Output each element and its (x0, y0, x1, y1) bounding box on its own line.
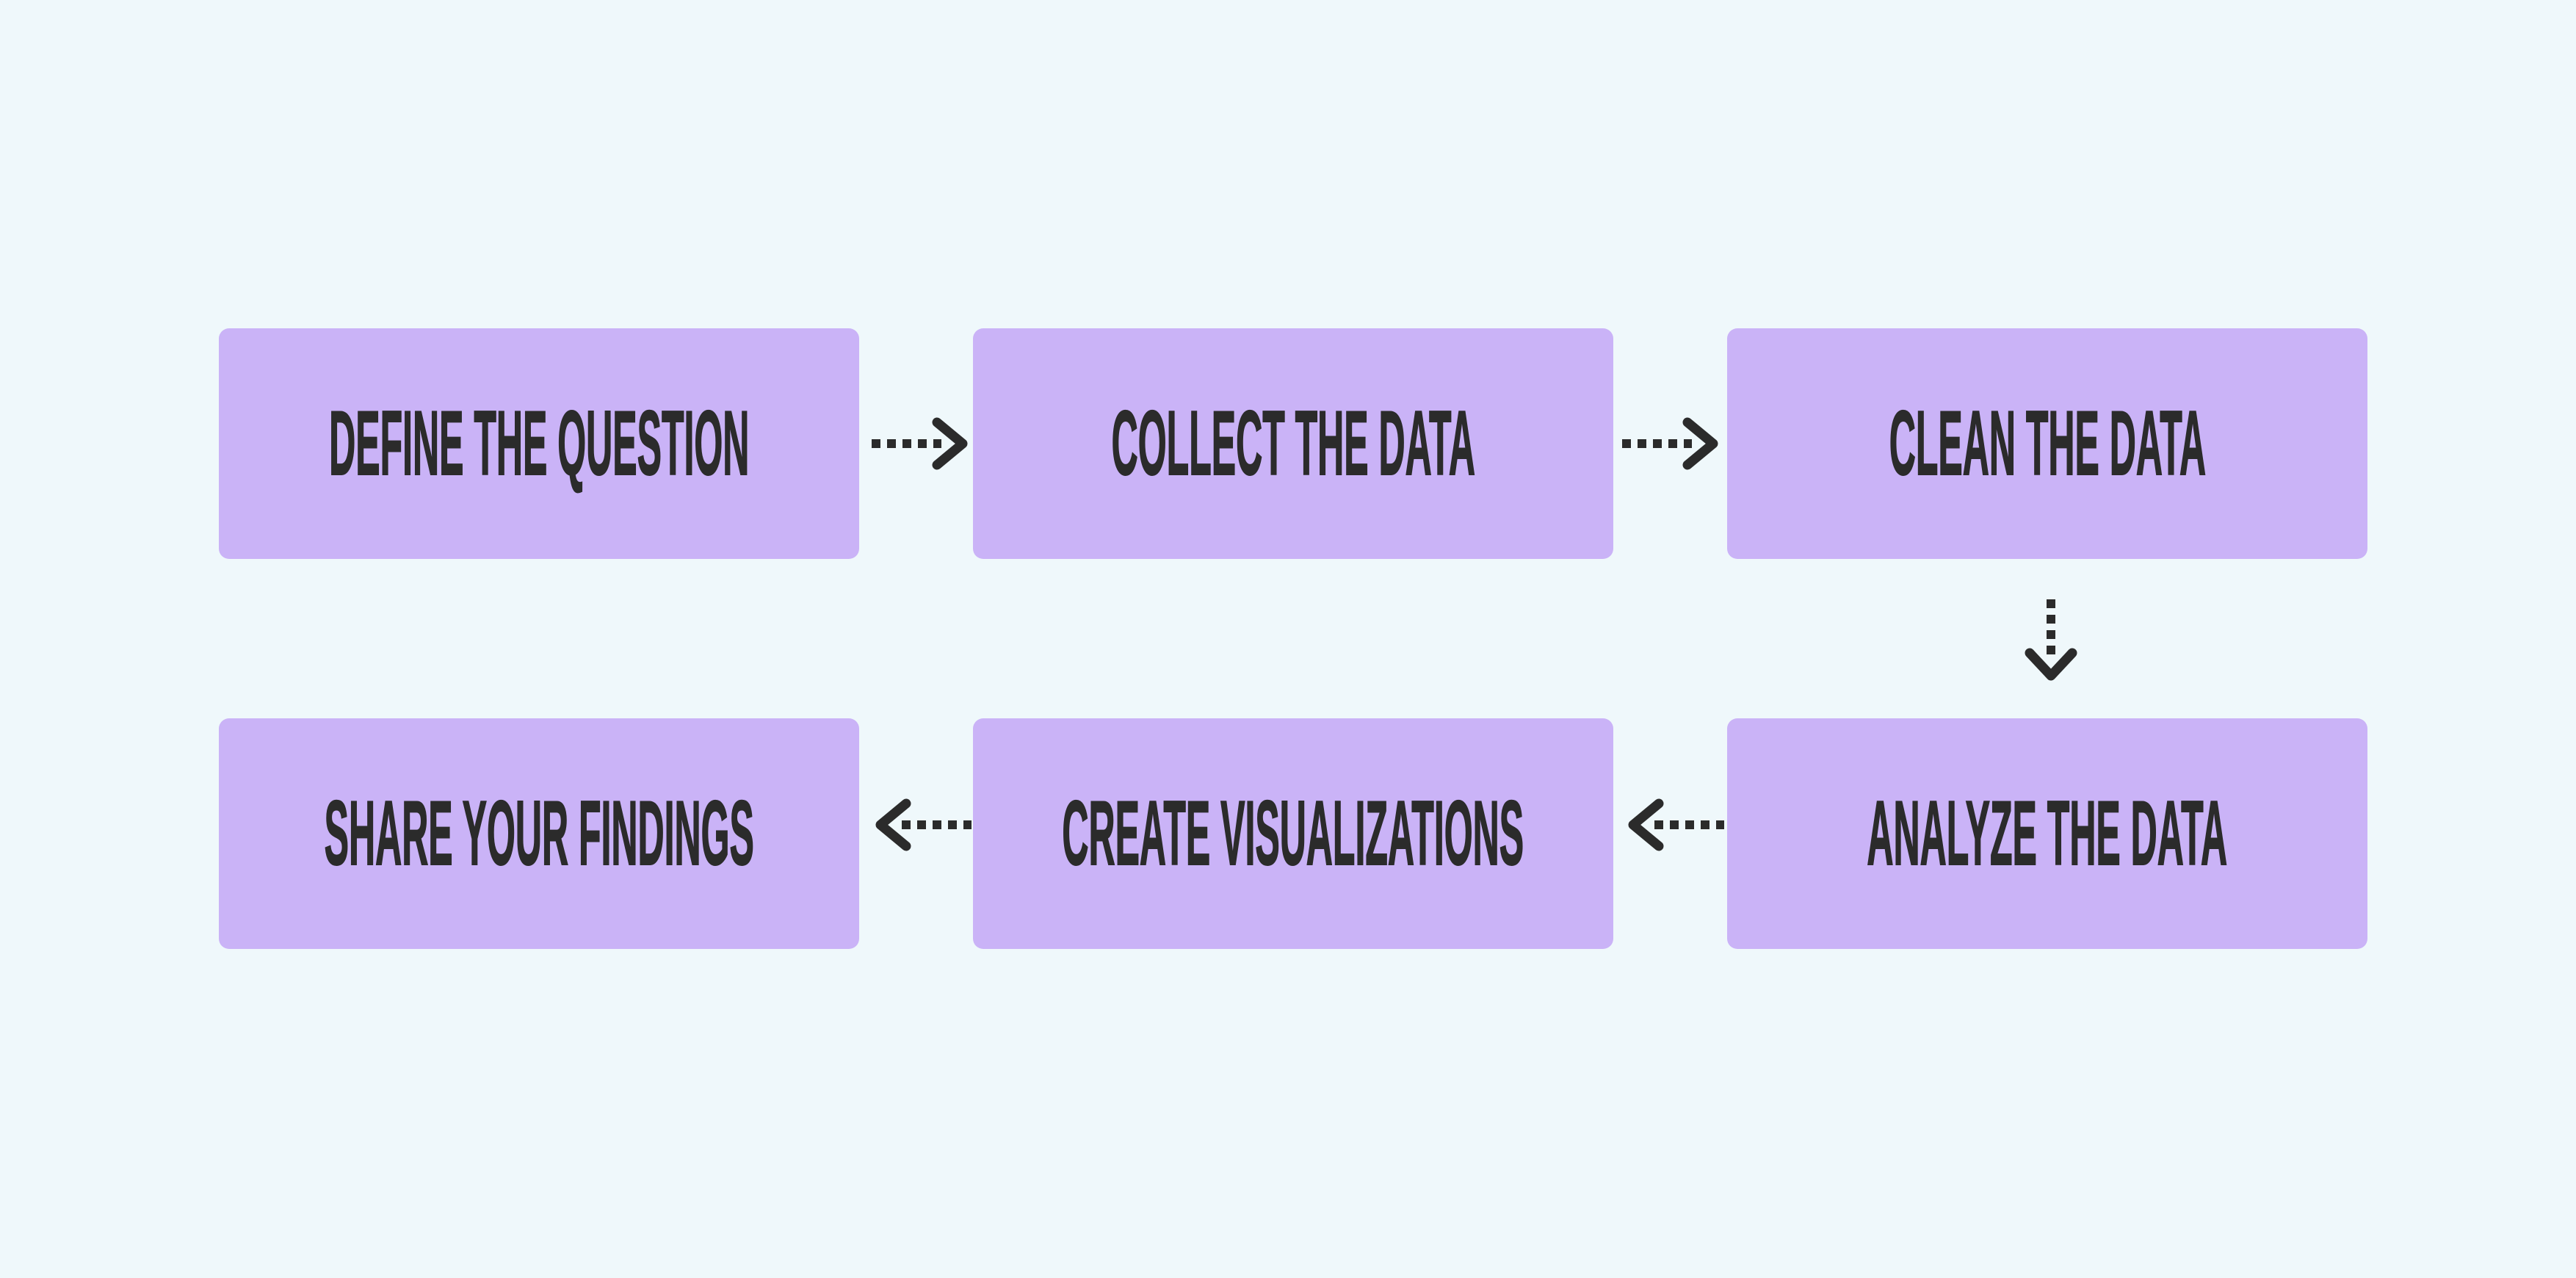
step-label-create-visualizations: CREATE VISUALIZATIONS (1062, 781, 1524, 885)
step-box-create-visualizations: CREATE VISUALIZATIONS (973, 718, 1613, 949)
step-label-clean-the-data: CLEAN THE DATA (1889, 391, 2206, 495)
step-label-define-the-question: DEFINE THE QUESTION (328, 391, 750, 495)
dotted-arrow-left-icon (1619, 792, 1729, 862)
step-box-analyze-the-data: ANALYZE THE DATA (1727, 718, 2367, 949)
step-label-analyze-the-data: ANALYZE THE DATA (1867, 781, 2228, 885)
step-box-share-your-findings: SHARE YOUR FINDINGS (219, 718, 859, 949)
step-label-collect-the-data: COLLECT THE DATA (1111, 391, 1475, 495)
dotted-arrow-right-icon (866, 411, 977, 480)
dotted-arrow-right-icon (1617, 411, 1727, 480)
step-box-clean-the-data: CLEAN THE DATA (1727, 328, 2367, 559)
step-label-share-your-findings: SHARE YOUR FINDINGS (324, 781, 754, 885)
dotted-arrow-down-icon (2022, 592, 2080, 688)
dotted-arrow-left-icon (866, 792, 977, 862)
step-box-collect-the-data: COLLECT THE DATA (973, 328, 1613, 559)
step-box-define-the-question: DEFINE THE QUESTION (219, 328, 859, 559)
